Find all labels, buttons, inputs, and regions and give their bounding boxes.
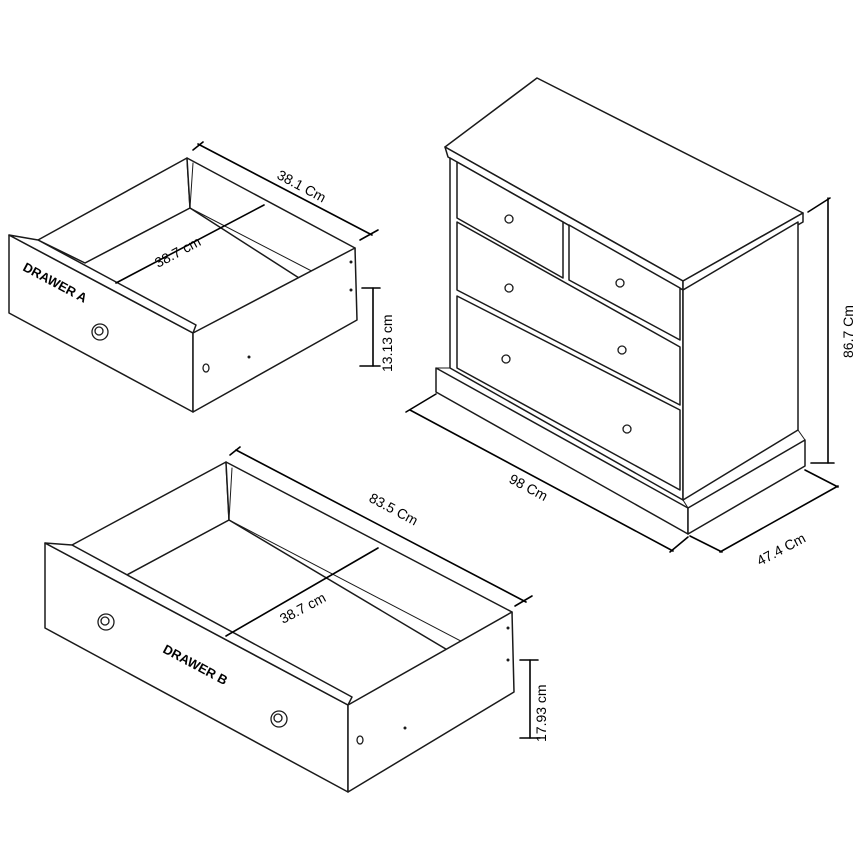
- knob-icon: [100, 616, 110, 626]
- knob-icon: [501, 354, 511, 364]
- drawer-a-inner-width-label: 38.7 cm: [152, 233, 203, 271]
- chest-depth-label: 47.4 Cm: [754, 530, 808, 569]
- knob-icon: [273, 713, 283, 723]
- knob-icon: [615, 278, 625, 288]
- drawer-b-inner-width-label: 38.7 cm: [277, 589, 328, 627]
- knob-icon: [504, 214, 514, 224]
- drawer-a-outer-side: [192, 247, 358, 413]
- chest-drawer-bottom: [456, 295, 681, 491]
- chest-top-edge-side: [682, 212, 804, 291]
- chest-of-drawers: [405, 77, 839, 553]
- knob-icon: [504, 283, 514, 293]
- drawer-a-front-top: [8, 234, 197, 334]
- drawer-a: DRAWER A: [8, 141, 381, 413]
- drawer-b: DRAWER B: [44, 446, 541, 793]
- plinth-side: [687, 439, 806, 535]
- knob-icon: [622, 424, 632, 434]
- chest-width-label: 98 Cm: [507, 471, 551, 504]
- drawer-b-outer-side: [347, 611, 515, 793]
- chest-drawer-middle: [456, 221, 681, 406]
- drawer-b-front-top: [44, 542, 353, 706]
- drawer-a-depth-label: 38.1 Cm: [275, 167, 329, 206]
- drawer-a-height-label: 13.13 cm: [379, 314, 395, 372]
- knob-icon: [94, 326, 104, 336]
- chest-height-label: 86.7 Cm: [840, 305, 856, 358]
- knob-icon: [617, 345, 627, 355]
- drawer-b-height-label: 17.93 cm: [533, 684, 549, 742]
